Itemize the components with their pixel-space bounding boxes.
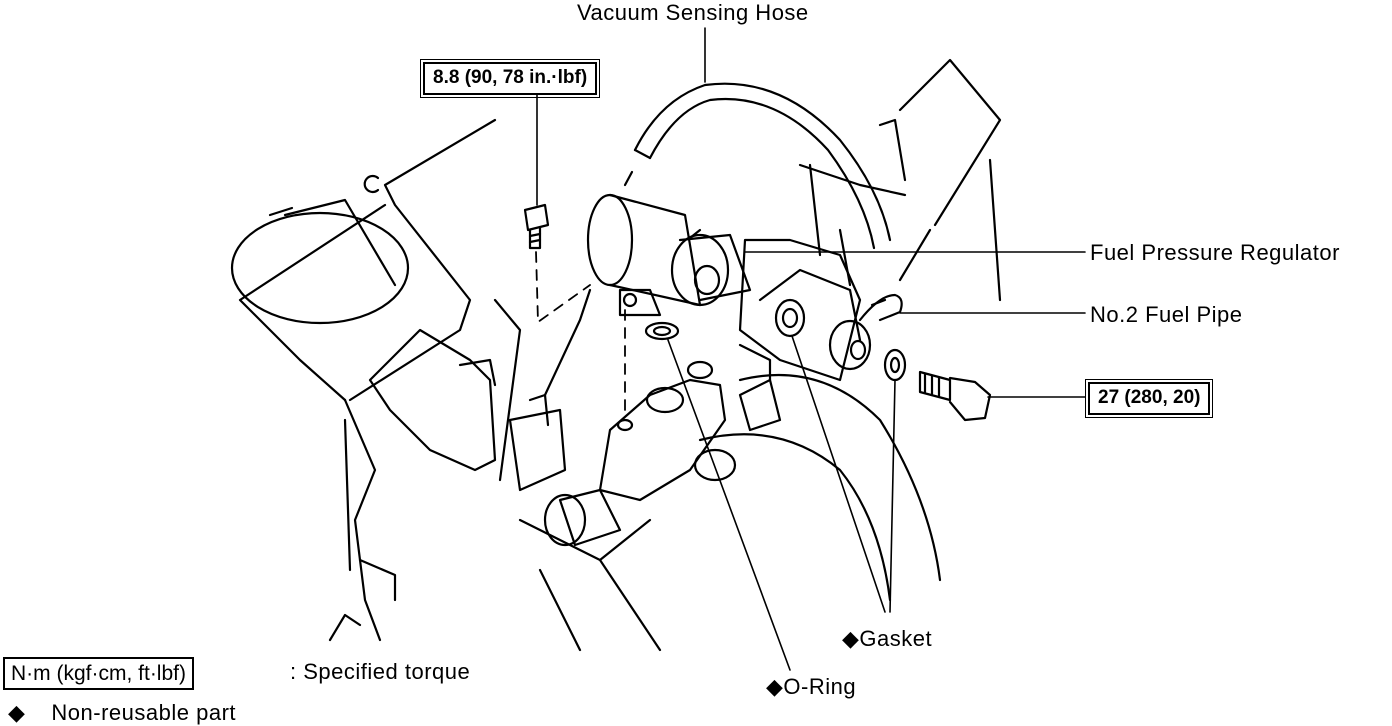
fuel-pipe-label: No.2 Fuel Pipe (1090, 302, 1243, 327)
leader-lines (536, 27, 1086, 671)
gasket-parts (883, 348, 907, 382)
non-reusable-diamond-icon: ◆ (842, 626, 860, 651)
legend-torque-unit: N·m (kgf·cm, ft·lbf) (3, 657, 194, 691)
union-bolt (918, 370, 992, 422)
legend-torque-desc: : Specified torque (290, 659, 471, 684)
torque-small-bolt: 8.8 (90, 78 in.·lbf) (419, 59, 601, 98)
o-ring-part (644, 321, 680, 341)
o-ring-label: ◆O-Ring (766, 676, 856, 698)
vacuum-hose-label: Vacuum Sensing Hose (577, 0, 809, 25)
non-reusable-diamond-icon: ◆ (766, 674, 784, 699)
small-bolt (523, 203, 550, 250)
o-ring-text: O-Ring (783, 674, 857, 699)
fuel-pipe-union (738, 238, 903, 382)
gasket-label: ◆Gasket (842, 628, 932, 650)
vacuum-sensing-hose (633, 82, 892, 250)
engine-right-structure (518, 58, 1002, 652)
legend-non-reusable: ◆ Non-reusable part (8, 702, 236, 724)
diamond-icon: ◆ (8, 700, 26, 725)
legend-non-reusable-text: Non-reusable part (51, 700, 237, 725)
torque-union-bolt: 27 (280, 20) (1084, 379, 1214, 418)
fuel-pressure-regulator (586, 170, 752, 317)
engine-block (230, 118, 522, 642)
gasket-text: Gasket (859, 626, 933, 651)
regulator-label: Fuel Pressure Regulator (1090, 240, 1340, 265)
alignment-lines (535, 251, 626, 416)
electrical-connector (508, 288, 592, 492)
fuel-delivery-pipe (543, 360, 782, 547)
